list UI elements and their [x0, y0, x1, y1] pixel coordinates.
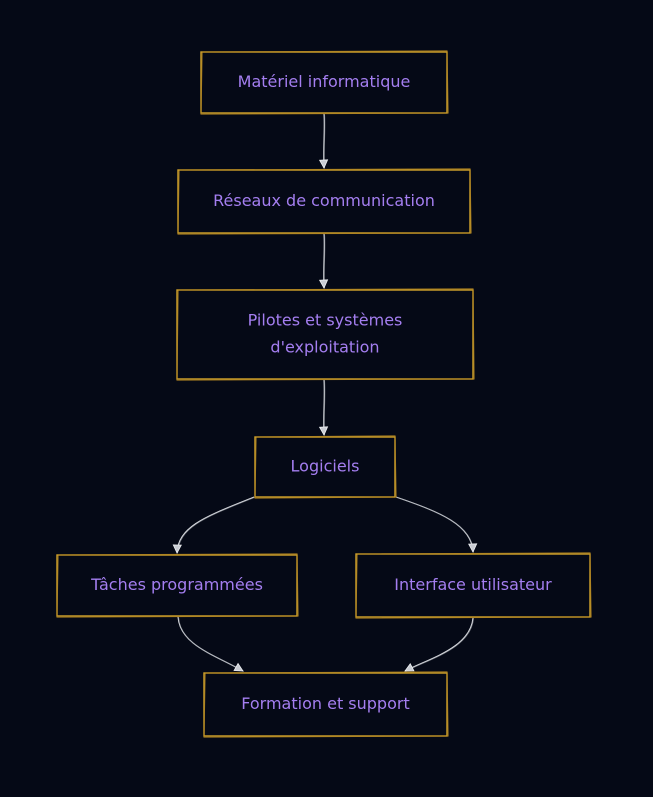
node-label: Formation et support — [241, 694, 409, 713]
arrowhead-icon — [233, 662, 244, 672]
edge-reseaux-to-pilotes — [318, 233, 329, 289]
node-box — [176, 289, 474, 380]
node-materiel[interactable]: Matériel informatique — [200, 50, 449, 115]
edge-line — [395, 496, 474, 553]
node-formation[interactable]: Formation et support — [203, 671, 449, 738]
node-pilotes[interactable]: Pilotes et systèmes d'exploitation — [176, 288, 475, 381]
edges-layer — [172, 113, 478, 672]
edge-logiciels-to-taches — [172, 496, 255, 554]
node-box — [254, 436, 396, 498]
edge-line-sketch — [177, 497, 255, 554]
node-box-sketch — [254, 435, 397, 499]
edge-line-sketch — [178, 617, 244, 672]
node-box-sketch — [203, 671, 449, 738]
edge-pilotes-to-logiciels — [318, 379, 329, 436]
arrowhead-icon — [468, 543, 478, 553]
node-label: Pilotes et systèmes — [248, 311, 403, 330]
arrowhead-icon — [172, 544, 182, 554]
edge-logiciels-to-interface — [395, 496, 478, 553]
node-box-sketch — [355, 552, 592, 619]
arrowhead-icon — [318, 426, 329, 436]
node-box — [200, 51, 448, 114]
node-label: Matériel informatique — [238, 72, 411, 91]
arrowhead-icon — [318, 279, 329, 289]
node-box-sketch — [176, 288, 475, 381]
node-box — [177, 169, 471, 234]
node-label: d'exploitation — [270, 338, 379, 357]
edge-line-sketch — [405, 618, 474, 672]
edge-taches-to-formation — [177, 616, 244, 672]
edge-line-sketch — [396, 497, 474, 553]
node-label: Réseaux de communication — [213, 191, 435, 210]
node-box-sketch — [56, 553, 299, 618]
arrowhead-icon — [318, 159, 329, 169]
node-interface[interactable]: Interface utilisateur — [355, 552, 592, 619]
node-taches[interactable]: Tâches programmées — [56, 553, 299, 618]
arrowhead-icon — [404, 663, 415, 672]
edge-line — [177, 616, 244, 672]
edge-materiel-to-reseaux — [318, 113, 329, 169]
node-box — [203, 672, 448, 737]
node-box-sketch — [177, 168, 472, 235]
node-reseaux[interactable]: Réseaux de communication — [177, 168, 472, 235]
node-box — [56, 554, 298, 617]
edge-interface-to-formation — [404, 617, 474, 672]
node-label: Interface utilisateur — [394, 575, 552, 594]
edge-line — [176, 496, 255, 554]
node-label: Tâches programmées — [90, 575, 263, 594]
node-box — [355, 553, 591, 618]
node-box-sketch — [200, 50, 449, 115]
node-logiciels[interactable]: Logiciels — [254, 435, 397, 499]
node-label: Logiciels — [291, 457, 360, 476]
edge-line — [404, 617, 474, 672]
